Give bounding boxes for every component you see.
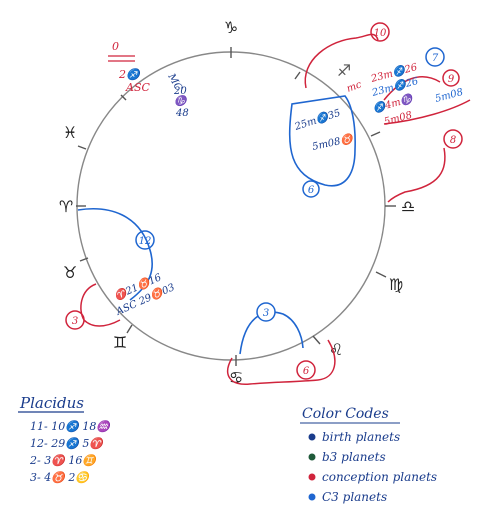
circle-9-label: 9 bbox=[448, 74, 455, 85]
legend-dot-b3 bbox=[308, 453, 316, 461]
circle-6-bottom bbox=[296, 360, 316, 380]
left-red-loop bbox=[80, 283, 121, 327]
circle-12 bbox=[135, 230, 155, 250]
house-ticks bbox=[76, 47, 396, 366]
virgo-glyph: ♍ bbox=[389, 275, 403, 294]
cancer-glyph: ♋ bbox=[229, 368, 243, 387]
legend-label-b3: b3 planets bbox=[322, 450, 386, 464]
left-blue-loop bbox=[77, 208, 154, 301]
legend-dot-c3 bbox=[308, 493, 316, 501]
right-blue-loop bbox=[288, 95, 356, 187]
right-c3-text-2: 5m08 bbox=[434, 87, 464, 105]
red-loop-8-bottom bbox=[387, 147, 446, 203]
mc-value-1: ♑ bbox=[174, 94, 189, 107]
placidus-title: Placidus bbox=[19, 394, 84, 412]
gemini-glyph: ♊ bbox=[113, 333, 127, 352]
red-loop-9 bbox=[383, 76, 441, 101]
circle-9 bbox=[442, 69, 460, 87]
circle-7-label: 7 bbox=[432, 53, 439, 64]
legend-label-birth: birth planets bbox=[322, 430, 400, 444]
circle-3-left-label: 3 bbox=[72, 316, 78, 327]
legend-label-conception: conception planets bbox=[322, 470, 437, 484]
sagittarius-glyph: ♐ bbox=[337, 61, 351, 80]
bottom-red-loop bbox=[227, 339, 336, 385]
aries-glyph: ♈ bbox=[59, 197, 73, 216]
circle-8 bbox=[443, 129, 463, 149]
circle-10 bbox=[370, 22, 390, 42]
mc-value-0: 20 bbox=[173, 86, 187, 97]
right-blue-text-2: 5m08♉ bbox=[311, 131, 356, 153]
leo-glyph: ♌ bbox=[329, 340, 343, 359]
red-loop-8-top bbox=[383, 99, 471, 125]
asc-label: ASC bbox=[125, 81, 150, 94]
circle-6-right bbox=[302, 180, 320, 198]
mc-value-2: 48 bbox=[175, 108, 189, 119]
placidus-row-0: 11- 10♐ 18♒ bbox=[30, 420, 112, 433]
right-red-mc: mc bbox=[345, 79, 363, 95]
circle-3-bottom bbox=[256, 302, 276, 322]
placidus-row-2: 2- 3♈ 16♊ bbox=[29, 454, 98, 467]
asc-zero-label: 0 bbox=[112, 40, 119, 53]
right-blue-text-1: 25m♐35 bbox=[292, 106, 342, 133]
circle-3-bottom-label: 3 bbox=[263, 308, 269, 319]
right-red-text-4: 5m08 bbox=[383, 110, 413, 128]
libra-glyph: ♎ bbox=[401, 197, 415, 216]
taurus-glyph: ♉ bbox=[63, 263, 77, 282]
placidus-row-1: 12- 29♐ 5♈ bbox=[30, 437, 105, 450]
asc-degree-label: 2♐ bbox=[118, 68, 142, 81]
legend-title: Color Codes bbox=[302, 406, 389, 422]
red-loop-10 bbox=[304, 33, 379, 89]
legend-dot-conception bbox=[308, 473, 316, 481]
circle-12-label: 12 bbox=[139, 236, 152, 247]
circle-6-right-label: 6 bbox=[308, 185, 315, 196]
circle-10-label: 10 bbox=[374, 28, 387, 39]
circle-7 bbox=[425, 47, 445, 67]
bottom-blue-arc bbox=[239, 311, 304, 355]
placidus-row-3: 3- 4♉ 2♋ bbox=[30, 471, 91, 484]
pisces-glyph: ♓ bbox=[63, 123, 77, 142]
legend-dot-birth bbox=[308, 433, 316, 441]
legend-label-c3: C3 planets bbox=[322, 490, 387, 504]
circle-8-label: 8 bbox=[450, 135, 456, 146]
circle-3-left bbox=[65, 310, 85, 330]
capricorn-glyph: ♑ bbox=[224, 18, 238, 37]
circle-6-bottom-label: 6 bbox=[303, 366, 310, 377]
